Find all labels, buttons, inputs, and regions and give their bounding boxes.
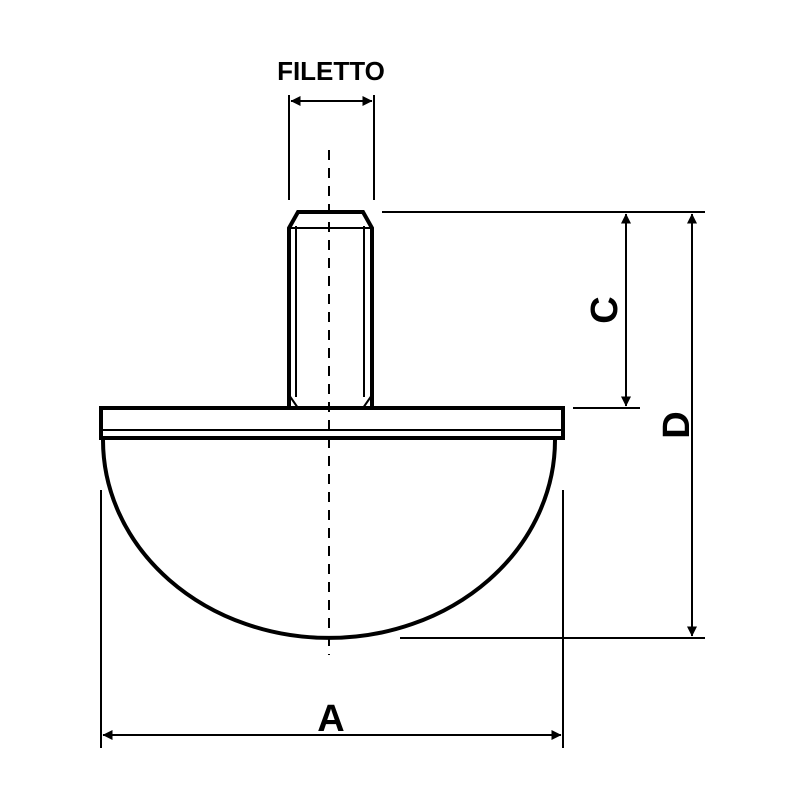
a-label: A xyxy=(317,698,344,740)
extension-lines xyxy=(100,95,705,748)
threaded-stud xyxy=(287,210,374,409)
thread-label: FILETTO xyxy=(277,56,385,86)
base-flange xyxy=(99,406,565,440)
d-label: D xyxy=(656,411,698,438)
hemispherical-body xyxy=(101,439,557,640)
c-label: C xyxy=(584,296,626,323)
